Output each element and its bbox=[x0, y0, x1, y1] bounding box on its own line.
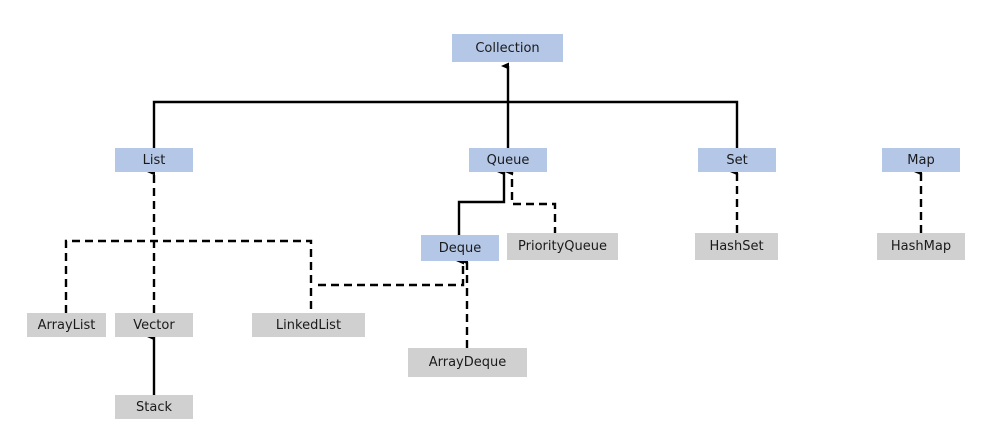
node-queue: Queue bbox=[469, 148, 547, 172]
node-hash-set: HashSet bbox=[695, 233, 778, 260]
node-list: List bbox=[115, 148, 193, 172]
node-array-deque: ArrayDeque bbox=[408, 348, 527, 377]
node-linked-list: LinkedList bbox=[252, 313, 365, 337]
edge-implements-list-bus bbox=[64, 239, 313, 313]
node-collection: Collection bbox=[452, 34, 563, 62]
node-hash-map: HashMap bbox=[877, 233, 965, 260]
node-set: Set bbox=[698, 148, 776, 172]
node-stack: Stack bbox=[115, 395, 193, 419]
node-array-list: ArrayList bbox=[27, 313, 106, 337]
node-map: Map bbox=[882, 148, 960, 172]
edge-list-to-collection bbox=[152, 100, 739, 148]
edge-linkedlist-to-deque bbox=[318, 257, 465, 287]
edge-priorityqueue-to-queue bbox=[505, 168, 557, 235]
node-deque: Deque bbox=[421, 235, 499, 261]
node-vector: Vector bbox=[115, 313, 193, 337]
node-priority-queue: PriorityQueue bbox=[507, 233, 618, 260]
edge-deque-to-queue bbox=[457, 168, 506, 235]
